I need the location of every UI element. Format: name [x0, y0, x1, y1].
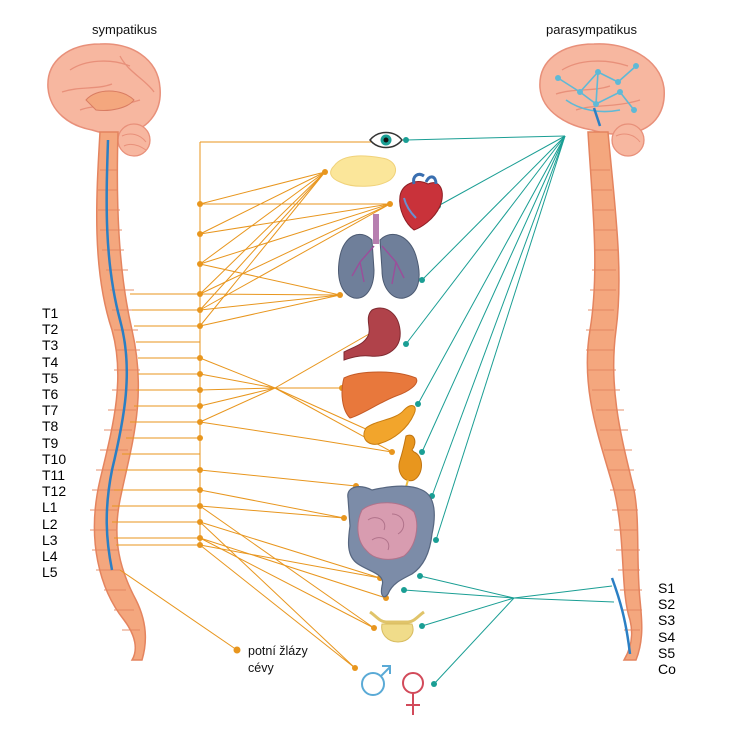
spinal-segment-label: T6 [42, 386, 59, 403]
spinal-segment-label: T10 [42, 450, 67, 467]
kidney-icon [398, 434, 422, 495]
liver-icon [341, 371, 418, 419]
left-spinal-cord [105, 139, 129, 571]
right-spine [586, 131, 643, 661]
spinal-segment-label: T7 [42, 402, 59, 419]
spinal-segment-label: T4 [42, 353, 59, 370]
parasympathetic-nodes [401, 137, 441, 687]
female-symbol-icon [402, 672, 424, 715]
spinal-segment-label: T1 [42, 305, 59, 321]
eye-icon [369, 131, 403, 149]
spinal-segment-label: S1 [658, 580, 676, 596]
male-symbol-icon [361, 665, 391, 696]
right-brain [539, 43, 665, 157]
annotation-vessels: cévy [248, 661, 274, 675]
left-brain [47, 43, 161, 157]
left-spine [90, 131, 147, 661]
spinal-segment-label: T5 [42, 369, 59, 386]
sympathetic-title: sympatikus [92, 22, 158, 37]
spinal-segment-label: L3 [42, 531, 58, 548]
spinal-segment-label: S2 [658, 596, 676, 613]
intestine-icon [347, 485, 435, 598]
spinal-segment-label: T12 [42, 483, 67, 500]
spinal-segment-label: S4 [658, 628, 676, 645]
bladder-icon [369, 610, 425, 643]
parasympathetic-pathways [403, 135, 615, 685]
gland-icon [330, 155, 397, 187]
heart-icon [399, 172, 443, 231]
spinal-segment-label: S5 [658, 644, 676, 661]
right-spinal-cord [610, 577, 632, 655]
stomach-icon [343, 307, 401, 361]
parasympathetic-title: parasympatikus [546, 22, 638, 37]
pancreas-icon [363, 405, 416, 445]
lungs-icon [338, 214, 420, 299]
spinal-segment-label: T2 [42, 321, 59, 338]
spinal-segment-label: T9 [42, 434, 59, 451]
spinal-segment-label: Co [658, 661, 676, 678]
spinal-segment-label: L4 [42, 548, 58, 565]
spinal-segment-label: T3 [42, 337, 59, 354]
annotation-sweat-glands: potní žlázy [248, 644, 308, 658]
spinal-segment-label: T11 [42, 467, 66, 484]
spinal-segment-label: L5 [42, 564, 58, 581]
spinal-segment-label: L1 [42, 499, 58, 516]
spinal-segment-label: S3 [658, 612, 676, 629]
spinal-segment-label: T8 [42, 418, 59, 435]
sympathetic-nodes [197, 169, 395, 671]
spinal-segment-label: L2 [42, 515, 58, 532]
